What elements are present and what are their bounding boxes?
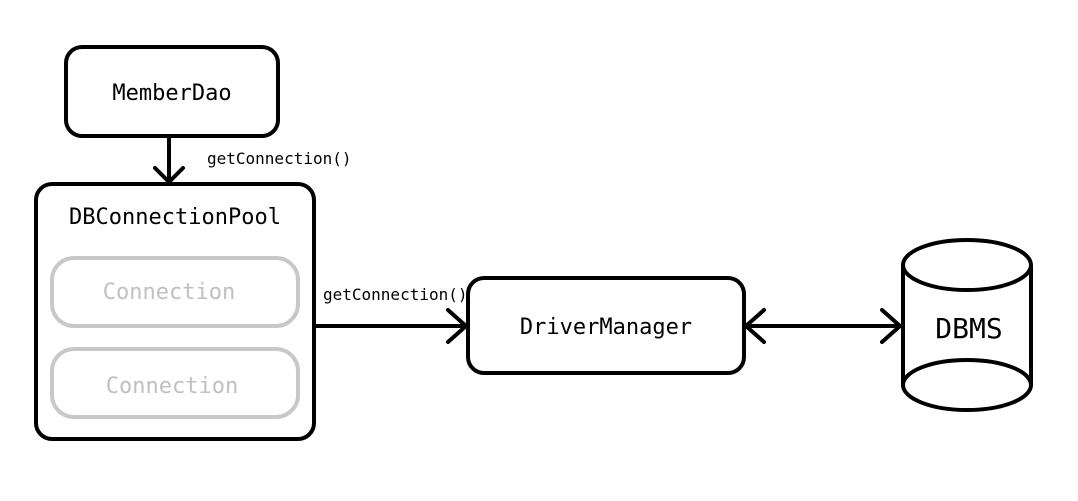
connection-item-1: Connection [50,256,300,328]
dbms-cylinder-top [901,238,1033,292]
dbms-cylinder-rim [901,358,1033,387]
connection-item-2: Connection [50,347,300,419]
connection-pool-label: DBConnectionPool [69,205,281,230]
driver-manager-label: DriverManager [520,315,692,340]
connection-pool-node: DBConnectionPool Connection Connection [34,182,316,441]
connection-1-shape [50,256,300,328]
driver-dbms-arrowhead-right [880,308,902,344]
driver-manager-box [466,276,746,375]
pool-to-driver-edge: getConnection() [312,285,468,344]
member-dao-node: MemberDao [64,45,280,138]
driver-dbms-edge [744,308,902,344]
connection-1-label: Connection [103,280,235,305]
driver-dbms-arrowhead-left [744,308,766,344]
member-dao-box [64,45,280,138]
dao-to-pool-label: getConnection() [207,149,352,168]
driver-manager-node: DriverManager [466,276,746,375]
member-dao-label: MemberDao [112,81,231,106]
dbms-cylinder-body [901,265,1033,412]
pool-to-driver-label: getConnection() [323,285,468,304]
connection-2-shape [50,347,300,419]
dbms-label: DBMS [935,312,1002,345]
dbms-node: DBMS [901,238,1033,412]
connection-2-label: Connection [106,374,238,399]
dao-to-pool-edge: getConnection() [153,134,352,184]
